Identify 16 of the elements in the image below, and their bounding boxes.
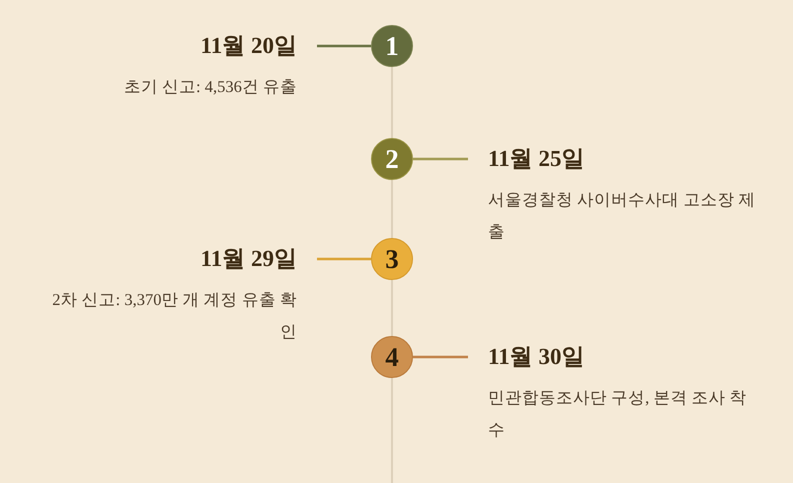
connector-line [413,158,468,160]
step-marker: 4 [371,336,413,378]
event-description: 초기 신고: 4,536건 유출 [124,76,297,98]
connector-line [413,356,468,358]
event-date: 11월 30일 [488,343,584,371]
event-description: 민관합동조사단 구성, 본격 조사 착수 [488,387,748,441]
event-description: 서울경찰청 사이버수사대 고소장 제출 [488,189,756,243]
event-date: 11월 29일 [200,245,297,273]
step-marker: 2 [371,138,413,180]
event-date: 11월 25일 [488,145,584,173]
step-marker: 3 [371,238,413,280]
connector-line [317,258,371,260]
step-marker: 1 [371,25,413,67]
event-description: 2차 신고: 3,370만 개 계정 유출 확인 [51,289,297,343]
connector-line [317,44,371,48]
event-date: 11월 20일 [200,32,297,60]
